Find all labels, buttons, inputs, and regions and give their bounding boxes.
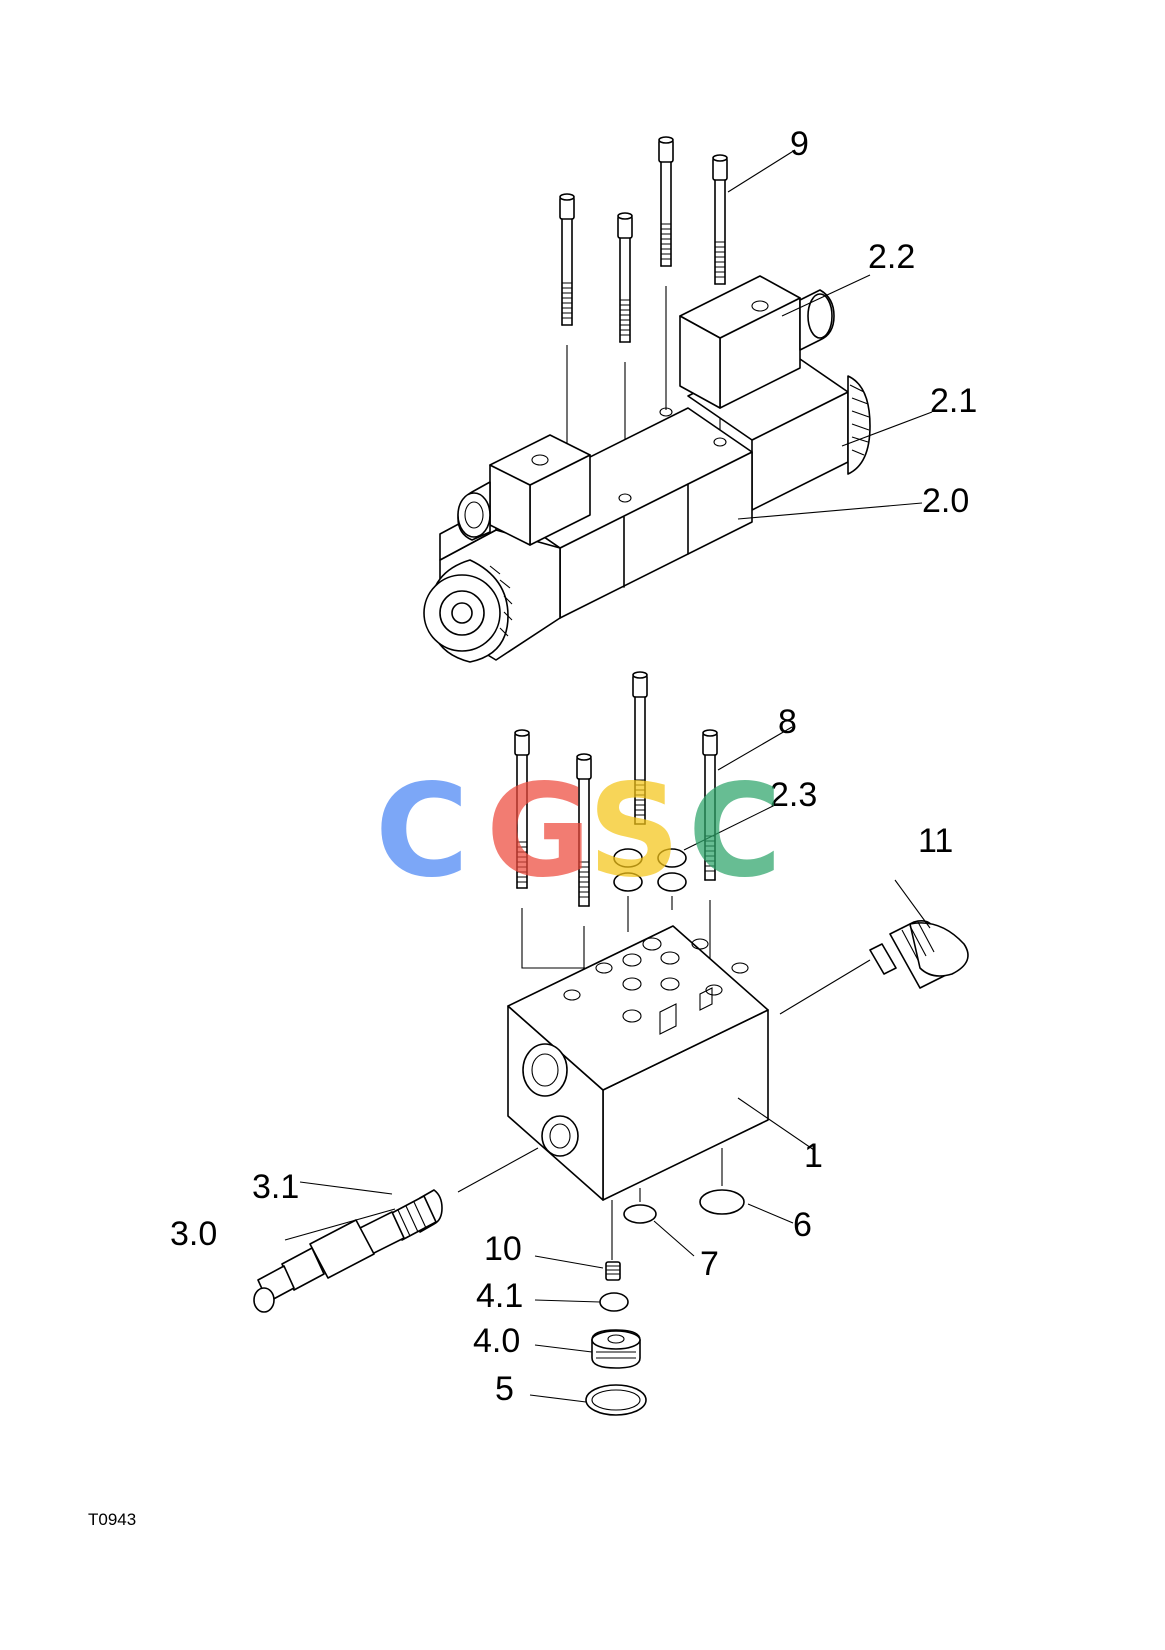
callout-6: 6 (793, 1206, 812, 1244)
relief-cartridge-3-0 (253, 1147, 539, 1313)
plug-4-0 (591, 1329, 641, 1369)
o-ring-4-1 (599, 1292, 629, 1312)
callout-3-0: 3.0 (170, 1215, 217, 1253)
fitting-11 (779, 920, 969, 1015)
manifold-ports (522, 1043, 579, 1157)
watermark-letter-c2: C (688, 757, 782, 906)
set-screw-10 (605, 1261, 621, 1281)
seal-ring-7 (623, 1188, 657, 1224)
callout-8: 8 (778, 703, 797, 741)
callout-4-1: 4.1 (476, 1277, 523, 1315)
connector-plug-left (457, 434, 591, 546)
solenoid-valve-assembly (423, 275, 871, 663)
watermark-letter-c1: C (375, 757, 469, 906)
manifold-block-1 (507, 925, 769, 1260)
callout-2-3: 2.3 (770, 776, 817, 814)
callout-2-0: 2.0 (922, 482, 969, 520)
manifold-top-holes (563, 937, 749, 1035)
callout-3-1: 3.1 (252, 1168, 299, 1206)
callout-2-1: 2.1 (930, 382, 977, 420)
bolt-9a (559, 193, 575, 455)
callout-1: 1 (804, 1137, 823, 1175)
o-rings-2-3 (613, 848, 687, 932)
callout-2-2: 2.2 (868, 238, 915, 276)
callout-5: 5 (495, 1370, 514, 1408)
top-bolts (559, 136, 728, 498)
callout-7: 7 (700, 1245, 719, 1283)
watermark-letter-g: G (486, 757, 591, 906)
cgsc-watermark: C G S C (375, 757, 782, 906)
callout-10: 10 (484, 1230, 522, 1268)
bolt-8c (632, 671, 648, 825)
drawing-id: T0943 (88, 1510, 136, 1529)
right-solenoid-2-1 (687, 347, 871, 511)
seal-ring-6 (699, 1148, 745, 1215)
bolt-8a (514, 729, 585, 969)
bolt-9c (658, 136, 674, 410)
callout-9: 9 (790, 125, 809, 163)
bolt-9b (617, 212, 633, 498)
watermark-letter-s: S (588, 757, 680, 906)
callout-11: 11 (918, 822, 953, 860)
leader-lines (284, 149, 933, 1403)
connector-plug-2-2 (679, 275, 835, 409)
left-solenoid (423, 503, 561, 663)
callout-labels: 9 2.2 2.1 2.0 8 2.3 11 1 3.1 3.0 6 7 10 … (170, 125, 977, 1408)
callout-4-0: 4.0 (473, 1322, 520, 1360)
o-ring-5 (585, 1384, 647, 1416)
